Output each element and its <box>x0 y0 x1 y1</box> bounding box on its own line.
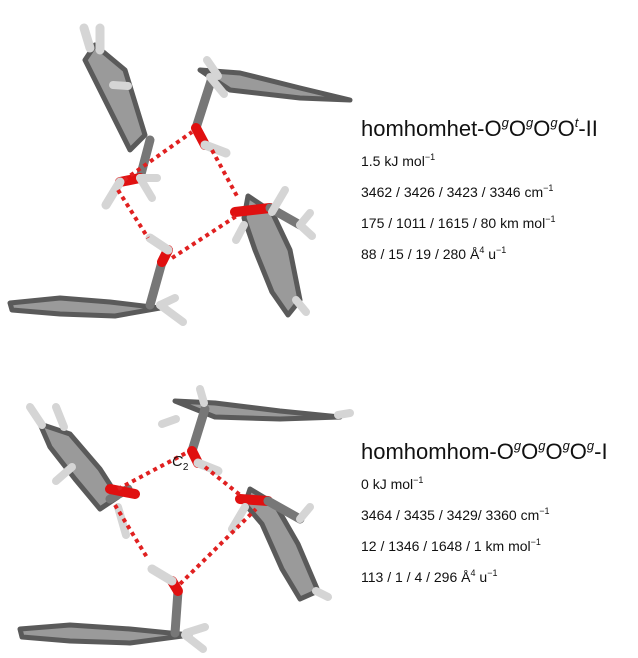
hydrogen-bonds-bottom <box>113 451 258 586</box>
molecule-top <box>7 23 353 326</box>
conformer-info-top: homhomhet-OgOgOgOt-II 1.5 kJ mol−1 3462 … <box>361 112 598 270</box>
relative-energy: 0 kJ mol−1 <box>361 475 424 493</box>
relative-energy: 1.5 kJ mol−1 <box>361 152 436 170</box>
conformer-panel-top: homhomhet-OgOgOgOt-II 1.5 kJ mol−1 3462 … <box>7 23 598 326</box>
ring-bottom-top-right <box>158 385 354 476</box>
oh-wavenumbers: 3462 / 3426 / 3423 / 3346 cm−1 <box>361 183 554 201</box>
ring-bottom-bottom-left <box>17 564 209 653</box>
ring-bottom-right <box>228 486 332 602</box>
conformer-title: homhomhom-OgOgOgOg-I <box>361 438 608 464</box>
molecule-bottom <box>17 385 354 653</box>
raman-activities: 88 / 15 / 19 / 280 Å4 u−1 <box>361 245 507 263</box>
ring-top-left <box>79 23 161 210</box>
conformer-panel-bottom: C2 homhomhom-OgOgOgOg-I 0 kJ mol−1 3464 … <box>0 329 638 658</box>
hydrogen-bonds-top <box>116 130 240 260</box>
ring-middle-right <box>230 186 316 318</box>
symmetry-label: C2 <box>172 453 189 473</box>
ir-intensities: 175 / 1011 / 1615 / 80 km mol−1 <box>361 214 556 232</box>
raman-activities: 113 / 1 / 4 / 296 Å4 u−1 <box>361 568 498 586</box>
ring-top-right <box>191 56 353 158</box>
ring-bottom-top-left <box>26 403 140 539</box>
ir-intensities: 12 / 1346 / 1648 / 1 km mol−1 <box>361 537 541 555</box>
ring-bottom-left <box>7 233 187 326</box>
conformer-info-bottom: homhomhom-OgOgOgOg-I 0 kJ mol−1 3464 / 3… <box>361 435 608 593</box>
oh-wavenumbers: 3464 / 3435 / 3429/ 3360 cm−1 <box>361 506 550 524</box>
conformer-title: homhomhet-OgOgOgOt-II <box>361 115 598 141</box>
